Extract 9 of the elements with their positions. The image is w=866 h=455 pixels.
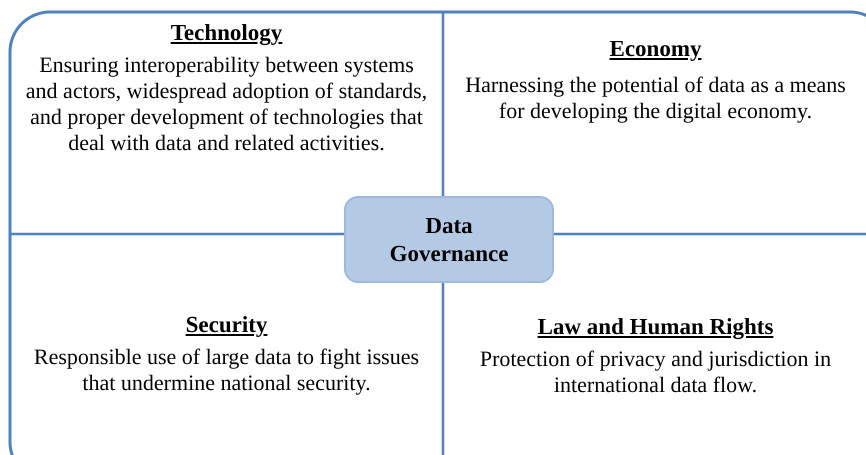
quadrant-description: Responsible use of large data to fight issues that undermine national security. (32, 344, 420, 396)
quadrant-description: Harnessing the potential of data as a means for developing the digital economy. (464, 72, 847, 124)
quadrant-description: Ensuring interoperability between systems and actors, widespread adoption of standards, and proper development of technologies that deal with data and related activities. (24, 52, 428, 156)
quadrant-heading: Law and Human Rights (538, 314, 774, 340)
quadrant-heading: Technology (170, 20, 282, 46)
quadrant-description: Protection of privacy and jurisdiction in international data flow. (478, 346, 832, 398)
center-box: Data Governance (344, 196, 554, 283)
quadrant-heading: Economy (610, 36, 702, 62)
quadrant-heading: Security (186, 312, 268, 338)
